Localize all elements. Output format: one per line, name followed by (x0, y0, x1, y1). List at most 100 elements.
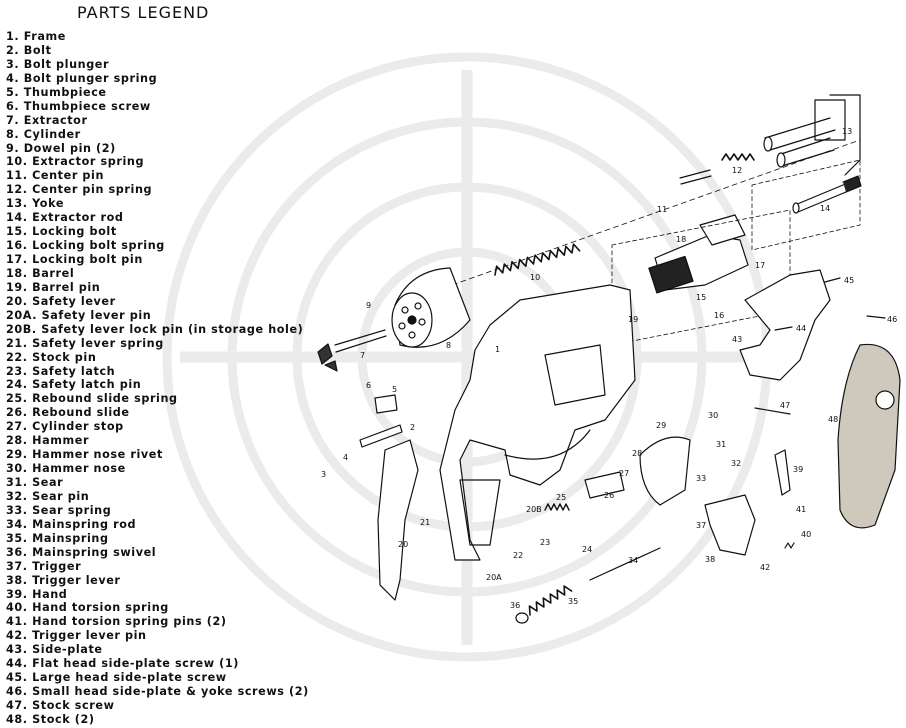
legend-item-label: Large head side-plate screw (32, 671, 227, 685)
legend-item: 27. Cylinder stop (6, 420, 309, 434)
legend-item-number: 47. (6, 699, 28, 712)
legend-item-label: Stock (2) (32, 712, 95, 726)
callout-20a: 20A (486, 573, 502, 582)
legend-item-number: 5. (6, 85, 20, 99)
callout-32: 32 (731, 459, 741, 468)
legend-item-number: 36. (6, 545, 28, 559)
legend-item-number: 40. (6, 601, 28, 615)
callout-17: 17 (755, 261, 765, 270)
legend-item-label: Yoke (32, 197, 65, 211)
legend-item: 32. Sear pin (6, 490, 309, 504)
legend-item-number: 39. (6, 587, 28, 601)
legend-item-label: Mainspring (32, 531, 109, 545)
callout-43: 43 (732, 335, 742, 344)
callout-44: 44 (796, 324, 806, 333)
legend-item-number: 20A. (6, 308, 38, 322)
legend-item: 39. Hand (6, 588, 309, 602)
screw-46-part (866, 315, 886, 319)
legend-item: 43. Side-plate (6, 643, 309, 657)
legend-item-number: 24. (6, 378, 28, 392)
frame-part (439, 284, 636, 561)
legend-item-number: 12. (6, 183, 28, 197)
callout-6: 6 (366, 381, 371, 390)
callout-36: 36 (510, 601, 520, 610)
legend-item-number: 15. (6, 225, 28, 239)
center-pin-spring-part (721, 153, 755, 161)
legend-item: 46. Small head side-plate & yoke screws … (6, 685, 309, 699)
legend-item-number: 9. (6, 141, 20, 155)
callout-40: 40 (801, 530, 811, 539)
mainspring-swivel-part (515, 612, 529, 624)
legend-item: 23. Safety latch (6, 365, 309, 379)
legend-item: 13. Yoke (6, 197, 309, 211)
callout-19: 19 (628, 315, 638, 324)
legend-item-number: 20B. (6, 322, 37, 336)
legend-item: 29. Hammer nose rivet (6, 448, 309, 462)
legend-item-number: 21. (6, 336, 28, 350)
callout-42: 42 (760, 563, 770, 572)
legend-item-number: 18. (6, 266, 28, 280)
legend-item-label: Stock pin (32, 350, 97, 364)
legend-item-number: 37. (6, 559, 28, 573)
callout-23: 23 (540, 538, 550, 547)
extractor-rod-part (792, 175, 862, 214)
legend-item: 42. Trigger lever pin (6, 629, 309, 643)
legend-item-label: Safety lever (32, 294, 116, 308)
callout-34: 34 (628, 556, 638, 565)
hammer-part (639, 436, 691, 506)
legend-item-label: Safety lever lock pin (in storage hole) (41, 322, 304, 336)
legend-item-number: 8. (6, 127, 20, 141)
yoke-part (763, 94, 861, 176)
legend-item-number: 13. (6, 197, 28, 211)
callout-13: 13 (842, 127, 852, 136)
legend-item-label: Trigger (32, 559, 82, 573)
legend-item-number: 11. (6, 169, 28, 183)
legend-item-number: 17. (6, 253, 28, 266)
legend-item-number: 10. (6, 155, 28, 169)
callout-labels: 1 2 3 4 5 6 7 8 9 10 11 12 13 14 15 16 1… (321, 127, 897, 610)
legend-item: 8. Cylinder (6, 128, 309, 142)
callout-35: 35 (568, 597, 578, 606)
cylinder-part (391, 267, 471, 348)
legend-item-label: Bolt plunger spring (23, 71, 158, 85)
thumbpiece-part (374, 394, 398, 414)
callout-2: 2 (410, 423, 415, 432)
legend-item: 30. Hammer nose (6, 462, 309, 476)
legend-item-number: 48. (6, 712, 28, 726)
legend-item-number: 46. (6, 685, 28, 699)
screw-44-part (774, 326, 793, 331)
legend-item: 28. Hammer (6, 434, 309, 448)
trigger-part (704, 494, 756, 556)
callout-7: 7 (360, 351, 365, 360)
callout-16: 16 (714, 311, 724, 320)
callout-29: 29 (656, 421, 666, 430)
legend-item-number: 32. (6, 489, 28, 503)
legend-item-label: Hand torsion spring pins (2) (32, 615, 227, 629)
legend-item: 16. Locking bolt spring (6, 239, 309, 253)
legend-item: 38. Trigger lever (6, 574, 309, 588)
legend-item-number: 27. (6, 420, 28, 434)
stock-part (837, 343, 901, 529)
stock-medallion (875, 390, 895, 410)
legend-item: 20. Safety lever (6, 295, 309, 309)
legend-item: 37. Trigger (6, 560, 309, 574)
callout-41: 41 (796, 505, 806, 514)
legend-item: 2. Bolt (6, 44, 309, 58)
legend-item-label: Side-plate (32, 643, 103, 657)
legend-item-number: 25. (6, 392, 28, 406)
legend-item-number: 34. (6, 517, 28, 531)
legend-item-number: 16. (6, 239, 28, 253)
callout-22: 22 (513, 551, 523, 560)
legend-item-number: 35. (6, 531, 28, 545)
callout-1: 1 (495, 345, 500, 354)
callout-5: 5 (392, 385, 397, 394)
legend-item: 40. Hand torsion spring (6, 601, 309, 615)
legend-item: 48. Stock (2) (6, 713, 309, 727)
callout-37: 37 (696, 521, 706, 530)
legend-item-label: Cylinder (23, 127, 81, 141)
screw-45-part (824, 277, 841, 283)
center-pin-part (679, 169, 712, 185)
legend-item-label: Bolt (23, 43, 52, 57)
legend-item: 10. Extractor spring (6, 155, 309, 169)
legend-item-label: Locking bolt (32, 225, 117, 239)
